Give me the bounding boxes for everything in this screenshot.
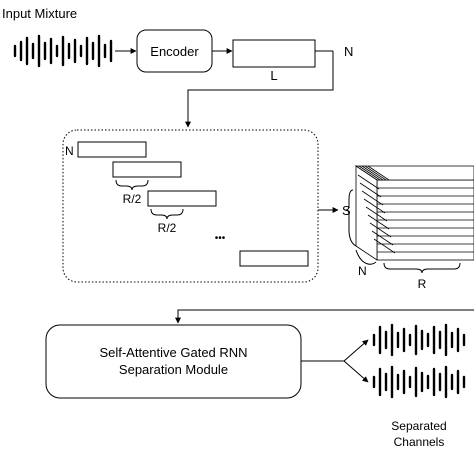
chunk-channels-label: N xyxy=(65,144,74,158)
chunking-region xyxy=(62,129,319,283)
output-waveform-icon-2 xyxy=(372,365,466,399)
output-waveform-icon-1 xyxy=(372,323,466,357)
chunk-last xyxy=(239,250,309,267)
arrow-to-output-1 xyxy=(301,339,369,362)
ellipsis: ••• xyxy=(215,233,226,244)
encoder-label: Encoder xyxy=(150,44,199,59)
separation-module-title: Self-Attentive Gated RNN xyxy=(99,345,247,360)
hop-label-2: R/2 xyxy=(158,221,177,235)
s-brace xyxy=(345,189,357,247)
feature-map-box xyxy=(232,39,316,68)
chunk-2 xyxy=(112,161,182,178)
hop-label-1: R/2 xyxy=(123,192,142,206)
chunk-3 xyxy=(147,190,217,207)
feature-channels-label: N xyxy=(344,44,353,59)
r-brace xyxy=(383,262,461,274)
separated-channels-label-line2: Channels xyxy=(394,435,445,449)
chunk-1 xyxy=(77,141,147,158)
separated-channels-label-line1: Separated xyxy=(391,419,446,433)
connector-to-separator xyxy=(175,309,474,324)
input-mixture-label: Input Mixture xyxy=(2,6,77,21)
tensor-r-label: R xyxy=(418,277,427,291)
hop-brace-2 xyxy=(150,208,184,220)
input-waveform-icon xyxy=(13,34,113,68)
stacked-chunks-icon xyxy=(354,165,474,261)
arrow-to-output-2 xyxy=(343,360,369,383)
feature-length-label: L xyxy=(270,68,277,83)
connector-to-chunking xyxy=(185,51,334,128)
tensor-n-label: N xyxy=(358,264,367,278)
separation-module-subtitle: Separation Module xyxy=(119,362,228,377)
hop-brace-1 xyxy=(115,179,149,191)
n-brace xyxy=(355,249,377,265)
